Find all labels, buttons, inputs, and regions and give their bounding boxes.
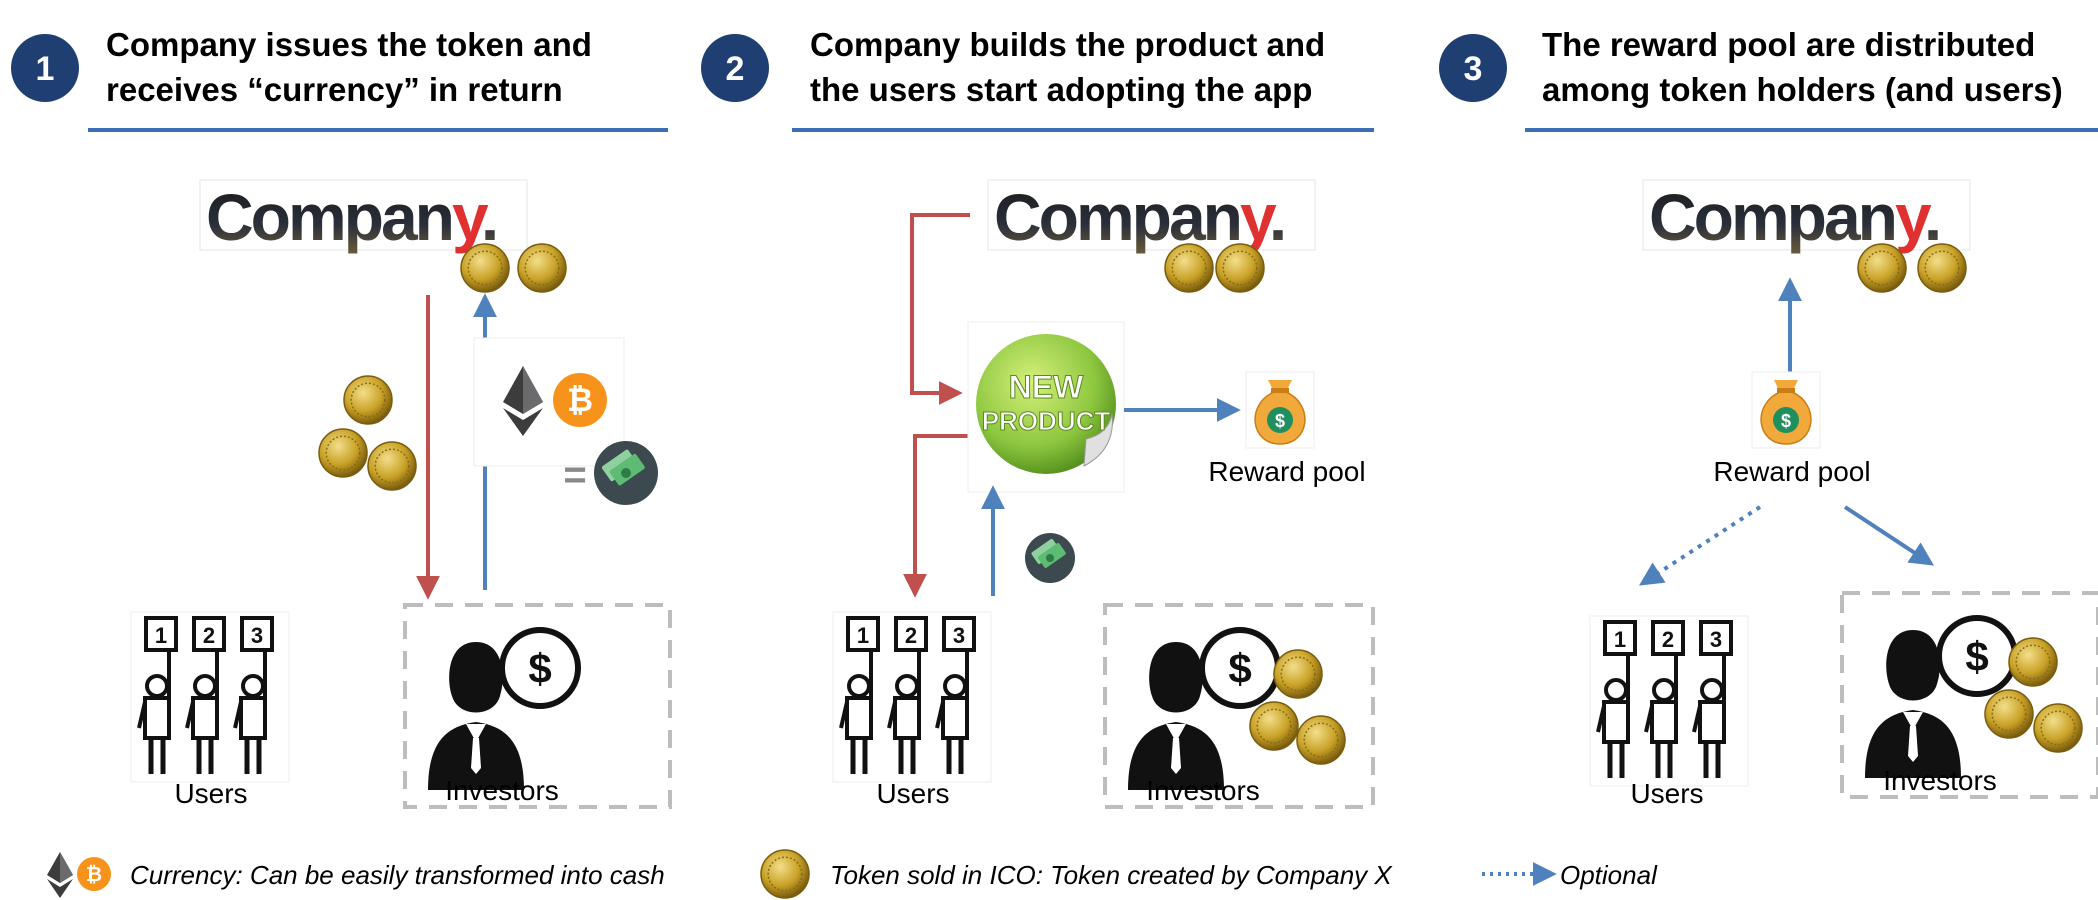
token-coin-icon [1273, 649, 1323, 699]
step-1-badge [11, 34, 79, 102]
svg-text:$: $ [1781, 411, 1791, 431]
token-coin-icon [1917, 243, 1967, 293]
legend-optional-item: Optional [1482, 860, 1658, 890]
token-coin-icon [318, 428, 368, 478]
step-2-title-line2: the users start adopting the app [810, 71, 1312, 108]
token-coin-icon [367, 441, 417, 491]
token-coin-icon [2008, 637, 2058, 687]
bitcoin-icon: ₿ [77, 857, 111, 891]
ethereum-icon [47, 852, 73, 898]
legend: ₿ Currency: Can be easily transformed in… [47, 849, 1658, 899]
legend-token-item: Token sold in ICO: Token created by Comp… [760, 849, 1393, 899]
token-coin-icon [1296, 715, 1346, 765]
cash-icon [1025, 533, 1075, 583]
bitcoin-icon: ₿ [553, 373, 607, 427]
svg-text:1: 1 [857, 623, 869, 648]
token-coin-icon [1984, 689, 2034, 739]
svg-text:$: $ [1965, 633, 1988, 680]
svg-text:Company.: Company. [1649, 180, 1939, 254]
panel-2: Company. NEW PRODUCT $ Reward pool 1 [832, 179, 1375, 809]
step-1-title-line1: Company issues the token and [106, 26, 592, 63]
users-label: Users [1630, 778, 1703, 809]
investors-box [403, 603, 672, 809]
reward-to-investors-arrow [1843, 505, 1935, 566]
users-icon: 1 2 3 [1589, 615, 1749, 787]
svg-text:Company.: Company. [206, 180, 496, 254]
step-2-title-line1: Company builds the product and [810, 26, 1325, 63]
legend-currency-item: ₿ Currency: Can be easily transformed in… [47, 852, 665, 898]
step-3-header: 3 The reward pool are distributed among … [1439, 26, 2098, 132]
token-coin-icon [343, 375, 393, 425]
ethereum-icon [503, 366, 543, 436]
legend-token-label: Token sold in ICO: Token created by Comp… [830, 860, 1393, 890]
step-2-badge [701, 34, 769, 102]
svg-text:₿: ₿ [567, 382, 593, 418]
token-coin-icon [1249, 701, 1299, 751]
svg-text:Company.: Company. [994, 180, 1284, 254]
svg-text:3: 3 [251, 623, 263, 648]
svg-text:3: 3 [953, 623, 965, 648]
reward-to-users-optional-arrow [1638, 505, 1762, 586]
investors-box [1103, 603, 1375, 809]
svg-text:3: 3 [1710, 627, 1722, 652]
investors-label: Investors [445, 775, 559, 806]
investors-box [1840, 591, 2098, 799]
reward-pool-label: Reward pool [1713, 456, 1870, 487]
token-coin-icon [1215, 243, 1265, 293]
product-to-users-arrow [903, 434, 968, 598]
reward-pool-label: Reward pool [1208, 456, 1365, 487]
svg-text:1: 1 [1614, 627, 1626, 652]
svg-text:1: 1 [155, 623, 167, 648]
step-1-header: 1 Company issues the token and receives … [11, 26, 668, 132]
svg-text:2: 2 [203, 623, 215, 648]
svg-text:$: $ [528, 645, 551, 692]
step-3-number: 3 [1464, 50, 1483, 88]
svg-text:₿: ₿ [86, 864, 102, 886]
token-coin-icon [1857, 243, 1907, 293]
step-3-title-line1: The reward pool are distributed [1542, 26, 2035, 63]
company-logo: Company. [199, 179, 528, 254]
users-icon: 1 2 3 [832, 611, 992, 783]
step-3-title-line2: among token holders (and users) [1542, 71, 2063, 108]
investor-icon: $ [428, 627, 581, 790]
svg-text:$: $ [1275, 411, 1285, 431]
step-3-badge [1439, 34, 1507, 102]
svg-text:2: 2 [1662, 627, 1674, 652]
svg-text:NEW: NEW [1009, 369, 1084, 405]
step-1-title-line2: receives “currency” in return [106, 71, 563, 108]
svg-text:$: $ [1228, 645, 1251, 692]
investors-label: Investors [1146, 775, 1260, 806]
new-product-badge: NEW PRODUCT [976, 334, 1116, 474]
token-coin-icon [1164, 243, 1214, 293]
users-label: Users [876, 778, 949, 809]
money-bag-icon: $ [1751, 371, 1821, 449]
step-1-number: 1 [36, 50, 55, 88]
legend-currency-label: Currency: Can be easily transformed into… [130, 860, 665, 890]
token-coin-icon [2033, 703, 2083, 753]
svg-text:2: 2 [905, 623, 917, 648]
users-label: Users [174, 778, 247, 809]
token-coin-icon [517, 243, 567, 293]
legend-optional-label: Optional [1560, 860, 1658, 890]
step-2-header: 2 Company builds the product and the use… [701, 26, 1374, 132]
token-coin-icon [760, 849, 810, 899]
cash-icon [594, 441, 658, 505]
money-bag-icon: $ [1245, 371, 1315, 449]
investor-icon: $ [1128, 627, 1281, 790]
company-to-product-arrow [910, 213, 970, 405]
investor-icon: $ [1865, 615, 2018, 778]
users-icon: 1 2 3 [130, 611, 290, 783]
equals-sign: = [563, 453, 586, 497]
step-2-number: 2 [726, 50, 745, 88]
token-coin-icon [460, 243, 510, 293]
company-logo: Company. [987, 179, 1316, 254]
svg-text:PRODUCT: PRODUCT [982, 406, 1111, 436]
investors-label: Investors [1883, 765, 1997, 796]
company-logo: Company. [1642, 179, 1971, 254]
panel-3: Company. $ Reward pool 1 2 3 Users $ Inves… [1589, 179, 2098, 809]
